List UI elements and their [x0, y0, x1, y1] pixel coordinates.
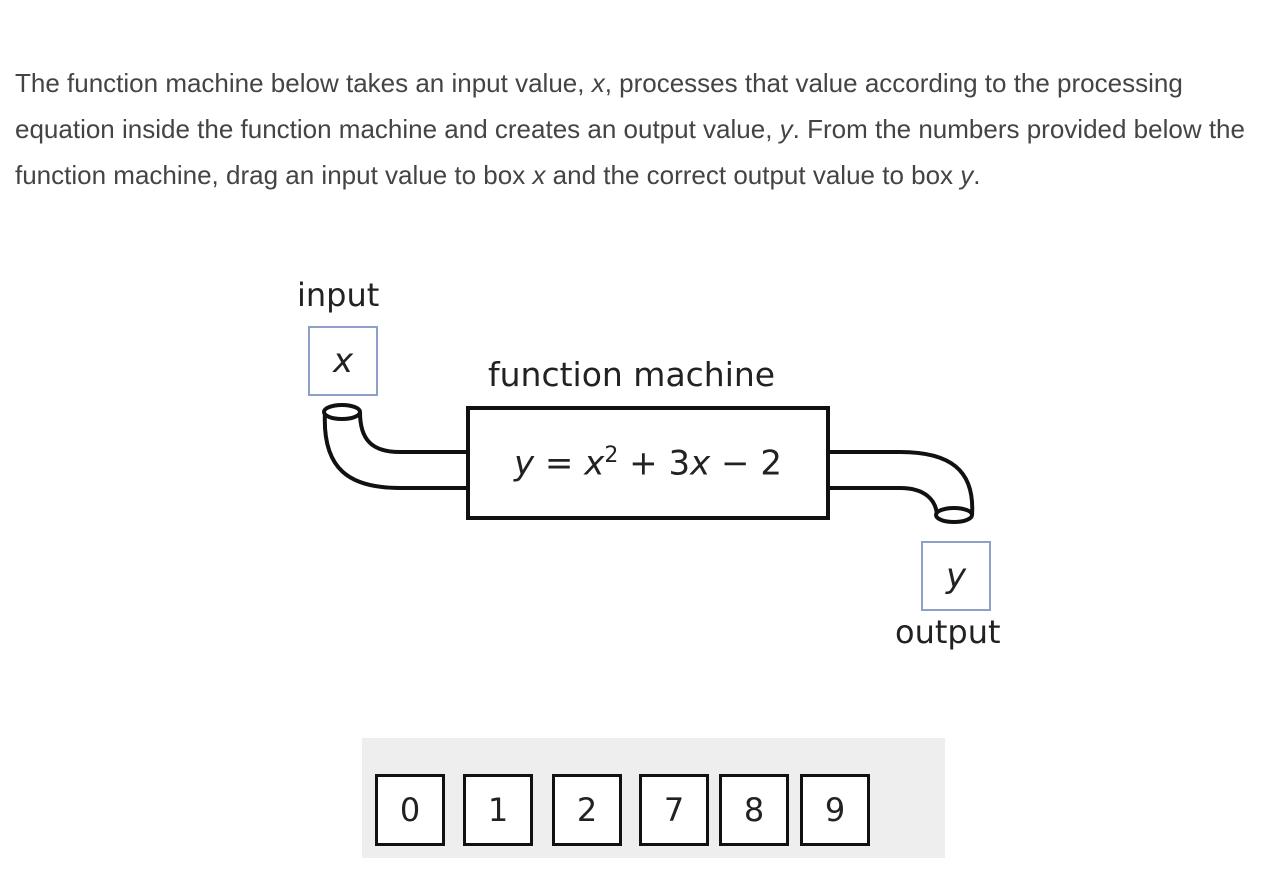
instructions-text: The function machine below takes an inpu… — [15, 68, 1245, 190]
number-tile-7[interactable]: 7 — [639, 774, 709, 846]
number-tile-0[interactable]: 0 — [375, 774, 445, 846]
input-drop-box-x[interactable]: x — [308, 326, 378, 396]
output-drop-box-y[interactable]: y — [921, 541, 991, 611]
input-label: input — [297, 276, 380, 314]
number-tile-1[interactable]: 1 — [463, 774, 533, 846]
number-tile-9[interactable]: 9 — [800, 774, 870, 846]
number-tile-2[interactable]: 2 — [552, 774, 622, 846]
machine-label: function machine — [488, 355, 776, 394]
output-label: output — [895, 613, 1001, 651]
number-tile-8[interactable]: 8 — [719, 774, 789, 846]
number-tile-tray: 0 1 2 7 8 9 — [362, 738, 945, 858]
function-machine-equation: y = x2 + 3x − 2 — [466, 406, 830, 520]
